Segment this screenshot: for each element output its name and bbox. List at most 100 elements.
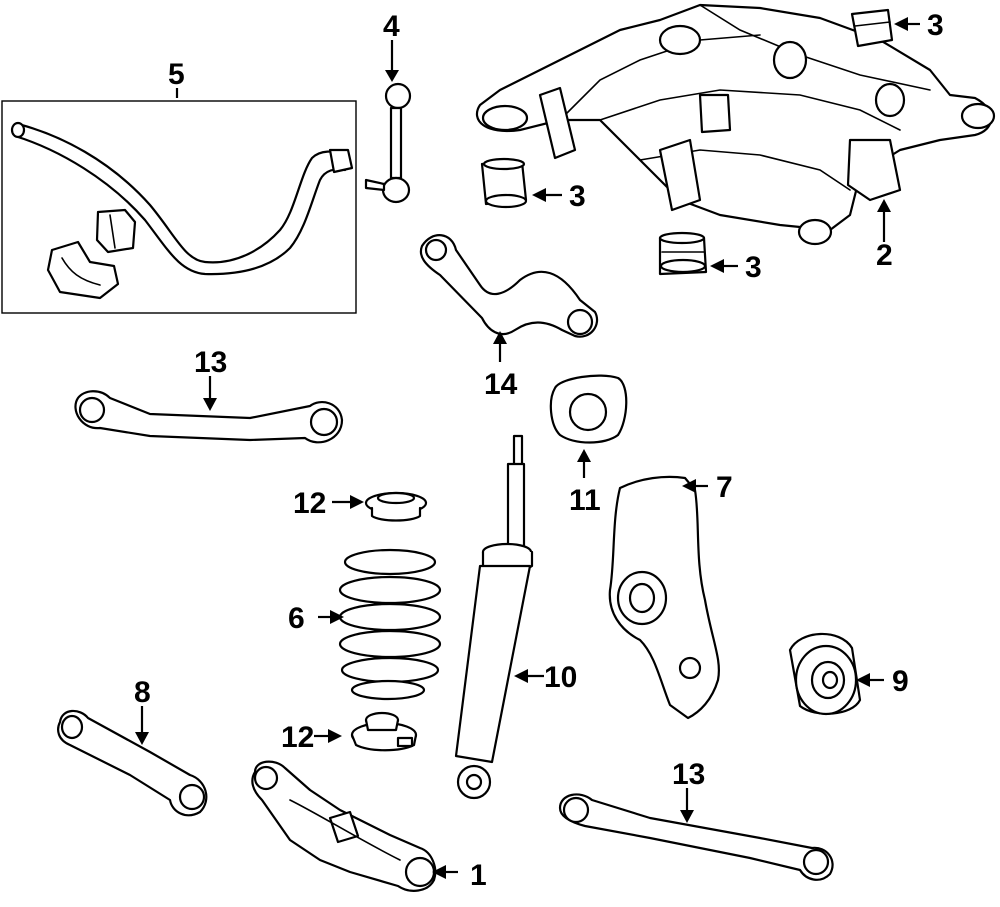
- knuckle-bushing-core: [568, 392, 608, 432]
- upper-control-arm: [419, 234, 599, 338]
- subframe-bracket-1: [698, 93, 732, 134]
- callout-13b: 13: [672, 758, 705, 791]
- subframe-mount-front: [658, 24, 702, 56]
- subframe-hole-1: [772, 40, 808, 80]
- link-rod: [389, 106, 403, 180]
- spring-insulator-lower-tab: [396, 736, 414, 748]
- uca-bushing-outer: [566, 308, 594, 336]
- callout-8: 8: [134, 676, 151, 709]
- subframe-bracket-4: [846, 138, 902, 202]
- spring-coil-1: [343, 548, 437, 576]
- lateral-link-lower: [558, 793, 834, 881]
- arrow-13b-head: [680, 810, 694, 823]
- toe-link: [57, 709, 208, 817]
- knuckle-bore-inner: [628, 582, 656, 614]
- spring-insulator-upper-skirt: [370, 506, 422, 522]
- stabilizer-link-mount: [328, 148, 354, 174]
- bushing-3c-base: [659, 258, 707, 274]
- arrow-2-head: [877, 199, 891, 212]
- arrow-8-head: [135, 732, 149, 745]
- lateral-link-lower-bushing-a: [562, 796, 590, 824]
- arrow-4-head: [385, 70, 399, 82]
- lateral-link-lower-bushing-b: [802, 848, 830, 876]
- wheel-hub-group: [788, 632, 884, 716]
- lca-rib: [289, 799, 401, 861]
- bushing-split-line: [109, 214, 116, 249]
- coil-spring-group: [318, 548, 442, 701]
- callout-2: 2: [876, 239, 893, 272]
- lateral-link-upper-bushing-b: [309, 407, 339, 437]
- spring-insulator-lower-group: [314, 711, 418, 752]
- callout-6: 6: [288, 602, 305, 635]
- arrow-3c-head: [710, 259, 724, 273]
- lateral-link-upper: [74, 390, 344, 444]
- stabilizer-bracket: [46, 240, 120, 300]
- callout-5: 5: [168, 58, 185, 91]
- callout-12b: 12: [281, 721, 314, 754]
- upper-control-arm-group: [419, 234, 599, 362]
- lca-bushing-outer: [404, 856, 436, 888]
- bushing-3c-group: [658, 231, 738, 276]
- bushing-3b-top: [482, 157, 526, 171]
- callout-4: 4: [383, 10, 400, 43]
- callout-14: 14: [484, 368, 518, 401]
- arrow-14-head: [493, 331, 507, 344]
- spring-coil-5: [340, 656, 440, 684]
- callout-3a: 3: [927, 9, 944, 42]
- shock-absorber-group: [454, 434, 544, 800]
- callout-9: 9: [892, 665, 909, 698]
- stabilizer-bar-end: [10, 121, 26, 139]
- toe-link-bushing-a: [60, 714, 84, 740]
- subframe-rail-1: [559, 34, 761, 121]
- hub-center: [821, 670, 839, 690]
- arrow-6-head: [330, 610, 344, 624]
- shock-body: [454, 564, 532, 764]
- shock-stud: [512, 434, 524, 468]
- knuckle-bushing-group: [549, 374, 628, 478]
- knuckle-lower-eye: [678, 656, 702, 680]
- callout-3b: 3: [569, 180, 586, 213]
- arrow-13a-head: [203, 398, 217, 411]
- stabilizer-bar-group: [1, 88, 357, 314]
- shock-lower-eye-hole: [465, 773, 483, 791]
- callout-1: 1: [470, 859, 487, 892]
- lateral-link-lower-group: [558, 788, 834, 881]
- subframe-mount-rear: [797, 218, 833, 246]
- lower-control-arm-group: [251, 760, 458, 892]
- spring-insulator-upper-group: [332, 491, 428, 522]
- spring-coil-2: [338, 575, 442, 605]
- subframe-rail-2: [599, 89, 901, 131]
- arrow-1-head: [432, 865, 446, 879]
- subframe-bracket-2: [538, 86, 577, 160]
- link-lower-ball: [381, 176, 411, 204]
- shock-rod: [506, 462, 526, 548]
- callout-7: 7: [716, 471, 733, 504]
- callout-10: 10: [544, 661, 577, 694]
- subframe-hole-2: [874, 82, 906, 118]
- lca-bushing-inner: [253, 765, 279, 791]
- arrow-12b-head: [328, 729, 342, 743]
- spring-insulator-upper-inner: [376, 491, 416, 505]
- bushing-3c-top: [658, 231, 706, 245]
- link-stud: [364, 178, 386, 192]
- arrow-10-head: [514, 669, 528, 683]
- subframe-group: [475, 3, 996, 246]
- arrow-9-head: [856, 673, 870, 687]
- arrow-3b-head: [532, 188, 546, 202]
- bushing-3b-base: [484, 193, 528, 209]
- spring-coil-3: [338, 602, 442, 632]
- callout-13a: 13: [194, 346, 227, 379]
- arrow-7-head: [682, 479, 696, 493]
- spring-coil-6: [350, 679, 426, 701]
- knuckle-group: [608, 475, 720, 720]
- callout-11: 11: [569, 484, 601, 517]
- uca-bushing-inner: [424, 238, 448, 262]
- bushing-3a: [850, 8, 894, 48]
- arrow-11-head: [577, 449, 591, 462]
- stabilizer-bar-frame: [1, 100, 357, 314]
- toe-link-bushing-b: [178, 783, 206, 811]
- bushing-3a-group: [850, 8, 920, 48]
- callout-12a: 12: [293, 487, 326, 520]
